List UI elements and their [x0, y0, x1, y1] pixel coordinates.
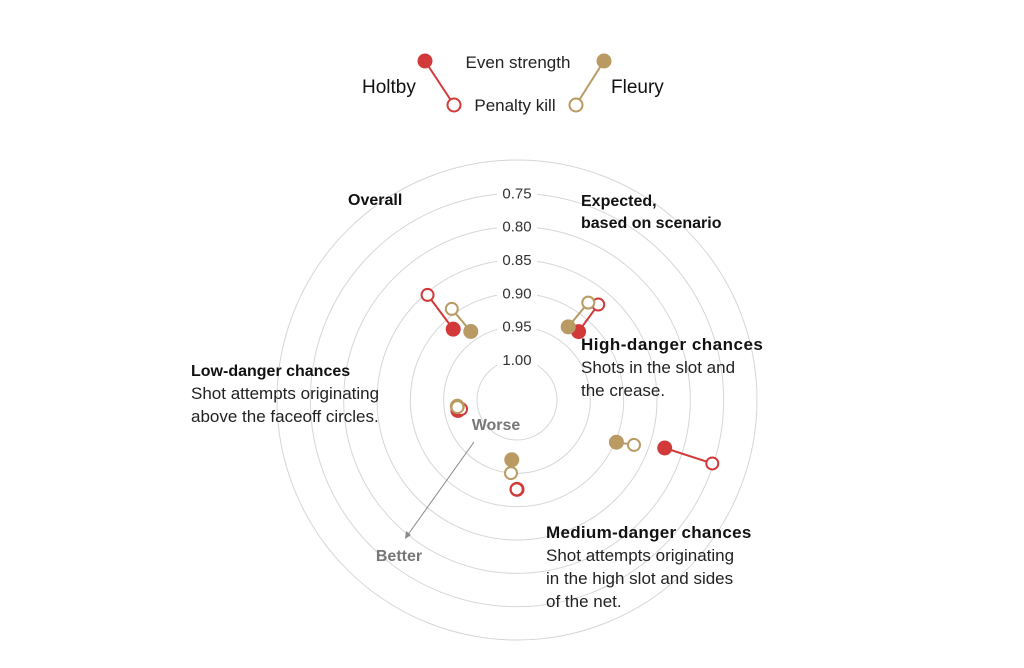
holtby-high-penalty-kill-point [705, 456, 720, 471]
label-medium-desc-2: in the high slot and sides [546, 569, 733, 588]
category-labels: Overall Expected, based on scenario High… [191, 192, 763, 611]
ring-outer [276, 159, 758, 641]
legend-holtby-connector [424, 60, 455, 106]
tick-label-bg-2 [497, 284, 537, 303]
fleury-medium-penalty-kill-point [503, 466, 518, 481]
tick-label-5: 0.75 [502, 185, 531, 202]
direction-arrow-line [406, 441, 475, 537]
label-low-desc-2: above the faceoff circles. [191, 407, 379, 426]
label-overall-title: Overall [348, 192, 402, 209]
label-expected-title: Expected, [581, 193, 657, 210]
legend-fleury-connector [575, 60, 605, 106]
legend-fleury-even-marker [596, 53, 612, 69]
direction-hint: Worse Better [376, 417, 521, 565]
label-medium-title: Medium-danger chances [546, 523, 752, 542]
label-low-title: Low-danger chances [191, 363, 350, 380]
ring-1 [443, 326, 591, 474]
fleury-expected-even-strength-point [560, 319, 576, 335]
legend-penalty-kill-label: Penalty kill [474, 96, 555, 115]
holtby-high-connector [664, 447, 713, 465]
legend-fleury-pk-marker [568, 97, 584, 113]
tick-label-1: 0.95 [502, 319, 531, 336]
label-medium-desc-1: Shot attempts originating [546, 546, 734, 565]
tick-label-bg-0 [497, 351, 537, 369]
dumbbell-marks [420, 287, 720, 497]
tick-label-bg-1 [497, 317, 537, 336]
fleury-expected-penalty-kill-point [581, 295, 596, 310]
holtby-overall-even-strength-point [445, 321, 461, 337]
fleury-high-even-strength-point [608, 434, 624, 450]
tick-label-bg-4 [497, 217, 537, 236]
better-label: Better [376, 548, 422, 565]
label-expected-title-line2: based on scenario [581, 215, 722, 232]
holtby-overall-penalty-kill-point [420, 287, 435, 302]
fleury-overall-even-strength-point [463, 323, 479, 339]
legend: Holtby Even strength Penalty kill Fleury [362, 53, 664, 115]
holtby-high-even-strength-point [657, 440, 673, 456]
direction-arrowhead [405, 531, 411, 539]
tick-label-bg-3 [497, 251, 537, 269]
label-medium-desc-3: of the net. [546, 592, 622, 611]
label-high-desc-2: the crease. [581, 381, 665, 400]
tick-label-4: 0.80 [502, 219, 531, 236]
fleury-high-penalty-kill-point [627, 437, 642, 452]
legend-player-holtby: Holtby [362, 77, 416, 98]
legend-holtby-even-marker [417, 53, 433, 69]
label-high-desc-1: Shots in the slot and [581, 358, 735, 377]
ring-4 [343, 226, 691, 574]
legend-holtby-pk-marker [446, 97, 462, 113]
scale-tick-labels: 1.00 0.95 0.90 0.85 0.80 0.75 [497, 184, 537, 369]
fleury-low-penalty-kill-point [450, 400, 465, 415]
worse-label: Worse [472, 417, 521, 434]
holtby-medium-penalty-kill-point [509, 482, 524, 497]
tick-label-3: 0.85 [502, 252, 531, 269]
legend-player-fleury: Fleury [611, 77, 664, 98]
fleury-medium-even-strength-point [504, 452, 520, 468]
tick-label-bg-5 [497, 184, 537, 203]
fleury-overall-penalty-kill-point [444, 301, 459, 316]
tick-label-2: 0.90 [502, 285, 531, 302]
label-high-title: High-danger chances [581, 335, 763, 354]
legend-even-strength-label: Even strength [466, 53, 571, 72]
tick-label-0: 1.00 [502, 352, 531, 369]
label-low-desc-1: Shot attempts originating [191, 384, 379, 403]
